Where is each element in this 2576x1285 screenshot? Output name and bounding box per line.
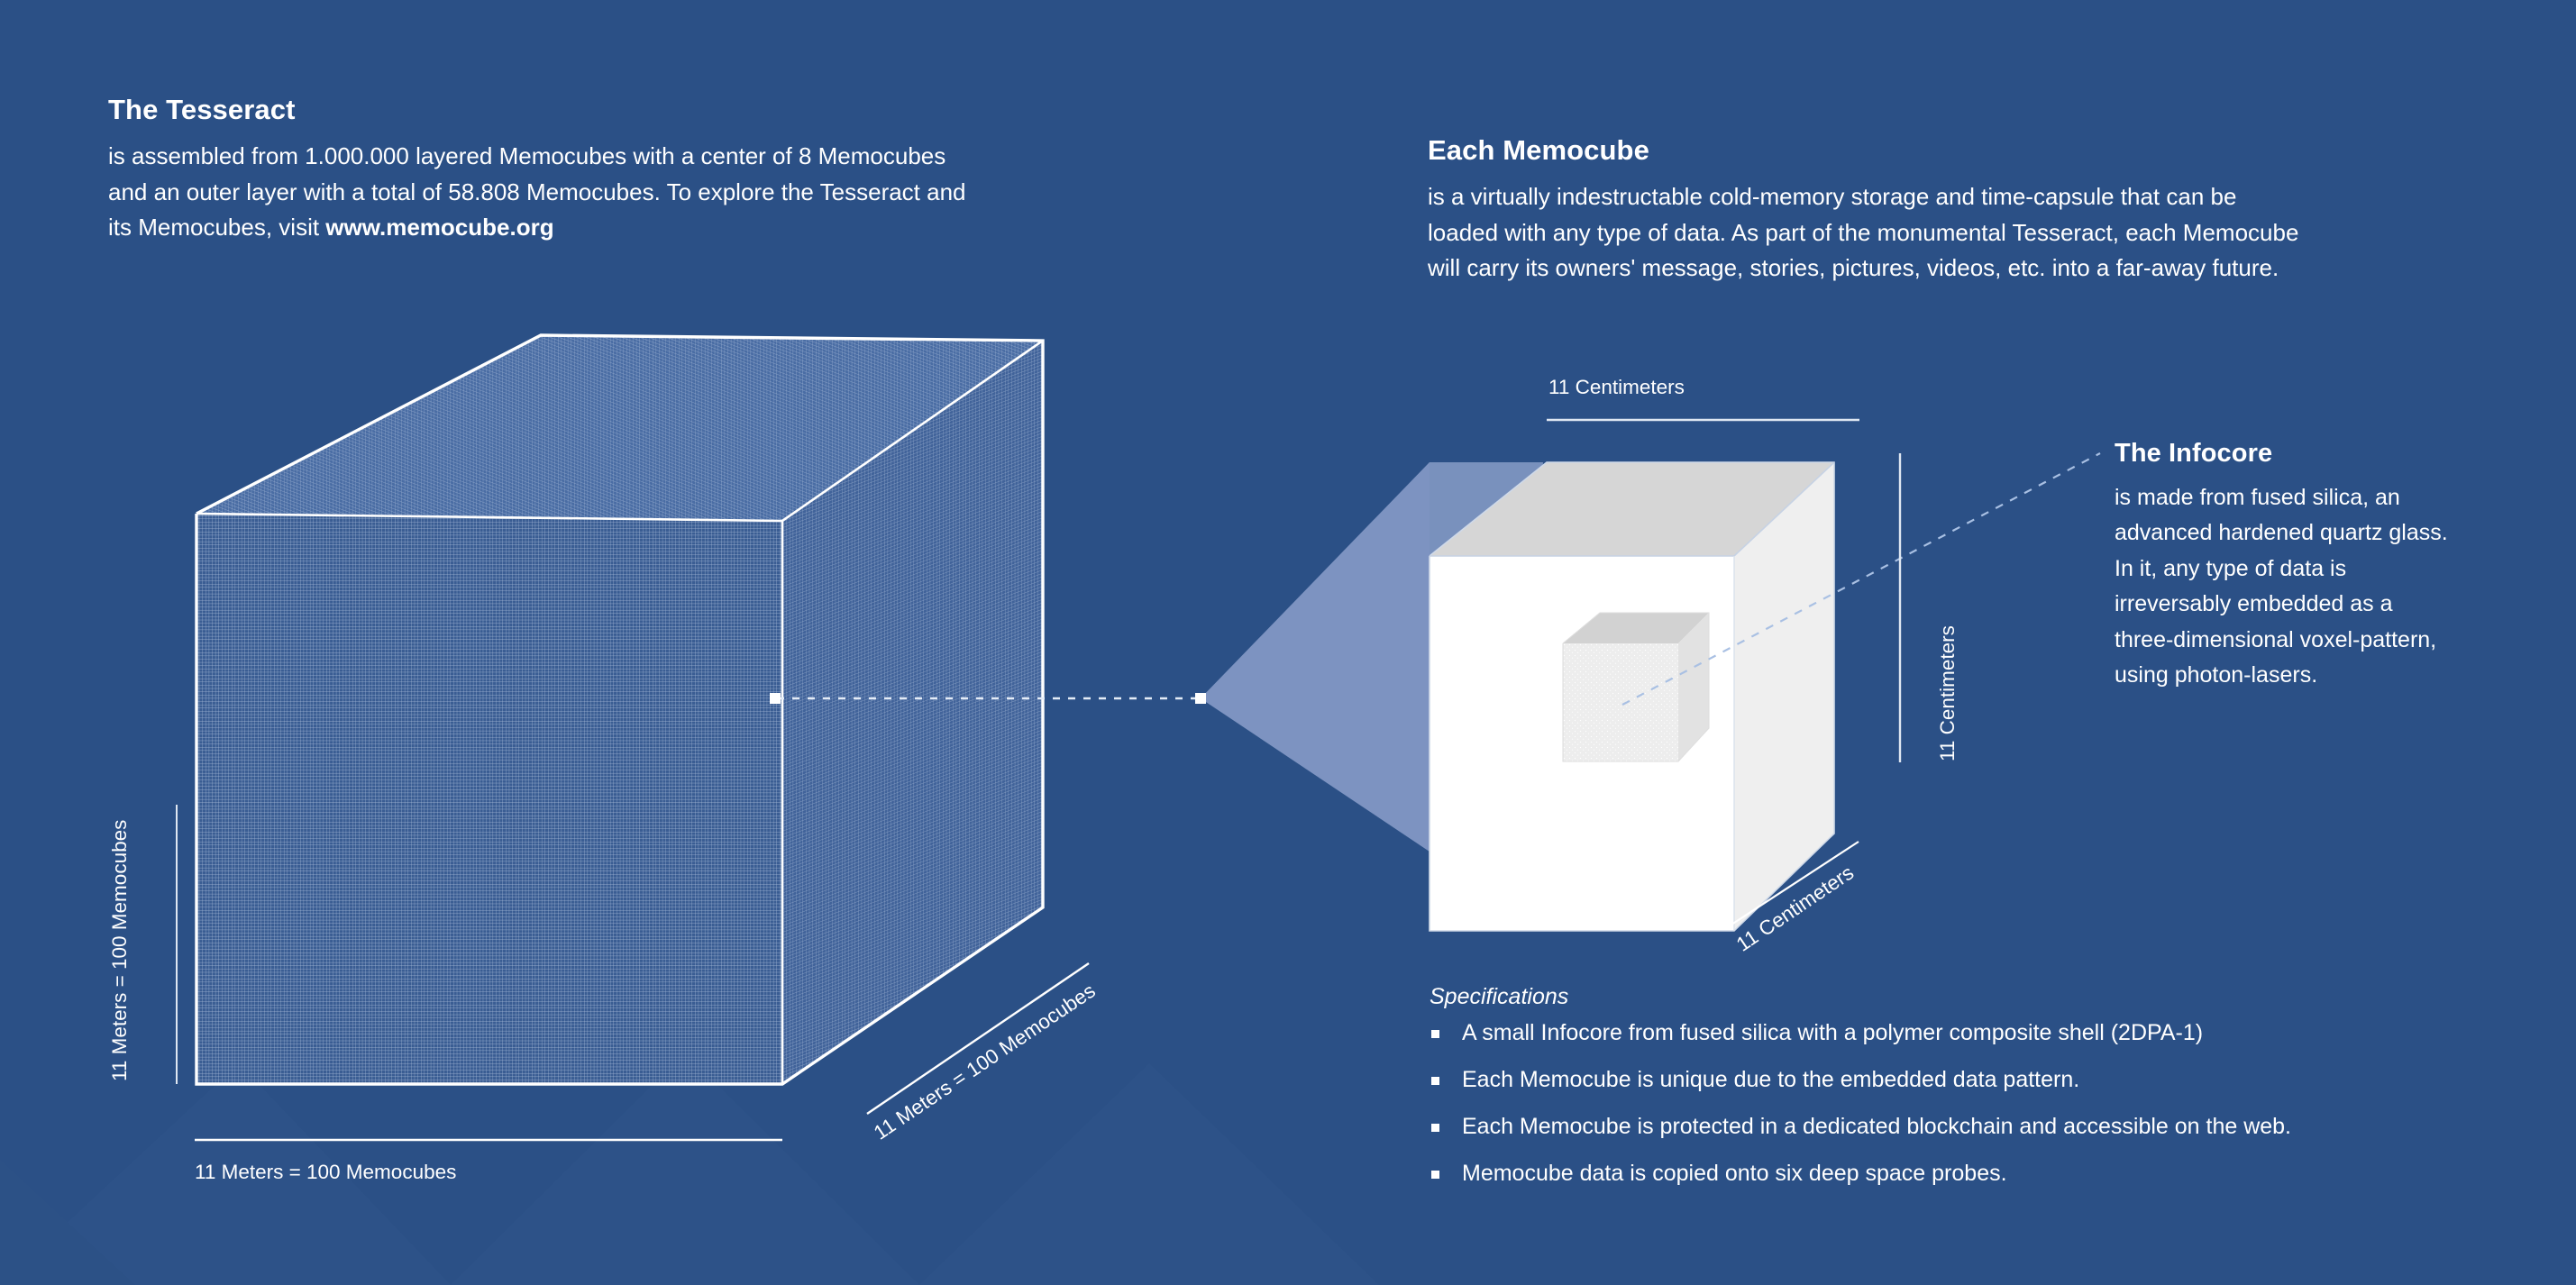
spec-item-text: A small Infocore from fused silica with … [1462,1020,2204,1045]
tesseract-height-label: 11 Meters = 100 Memocubes [108,819,131,1081]
spec-item-text: Each Memocube is protected in a dedicate… [1462,1114,2292,1139]
memocube-desc-line-1: is a virtually indestructable cold-memor… [1428,183,2237,211]
spec-item-text: Memocube data is copied onto six deep sp… [1462,1161,2007,1186]
infocore-leader-line [1621,452,2101,706]
infocore-title: The Infocore [2115,439,2273,468]
square-bullet-icon [1431,1030,1439,1038]
tesseract-depth-rule [866,962,1090,1115]
memocube-description: is a virtually indestructable cold-memor… [1428,179,2401,287]
infocore-cube [1562,612,1710,762]
tesseract-depth-label: 11 Meters = 100 Memocubes [870,979,1100,1144]
tesseract-title: The Tesseract [108,94,296,125]
memocube-intro-block: Each Memocube is a virtually indestructa… [1428,134,2401,287]
memocube-desc-line-3: will carry its owners' message, stories,… [1428,254,2279,282]
square-bullet-icon [1431,1171,1439,1179]
infocore-description: is made from fused silica, an advanced h… [2115,484,2448,688]
tesseract-anchor-dot [770,693,781,704]
projection-cone [1201,462,1543,852]
tesseract-desc-line-1: is assembled from 1.000.000 layered Memo… [108,142,946,170]
tesseract-cube [195,333,1045,1086]
memocube-width-label: 11 Centimeters [1548,376,1685,398]
spec-item: Each Memocube is unique due to the embed… [1428,1069,2437,1091]
spec-item: A small Infocore from fused silica with … [1428,1022,2437,1044]
memocube-cube [1429,461,1835,932]
memocube-depth-label: 11 Centimeters [1732,861,1859,956]
spec-item: Each Memocube is protected in a dedicate… [1428,1116,2437,1138]
square-bullet-icon [1431,1124,1439,1132]
memocube-website-link[interactable]: www.memocube.org [325,214,554,242]
specifications-block: Specifications A small Infocore from fus… [1428,984,2437,1185]
square-bullet-icon [1431,1077,1439,1085]
infocore-callout-block: The Infocore is made from fused silica, … [2115,439,2457,694]
spec-item-text: Each Memocube is unique due to the embed… [1462,1067,2080,1092]
spec-item: Memocube data is copied onto six deep sp… [1428,1162,2437,1185]
memocube-height-label: 11 Centimeters [1936,625,1959,761]
specifications-list: A small Infocore from fused silica with … [1428,1022,2437,1185]
cone-apex-dot [1195,693,1206,704]
tesseract-width-label: 11 Meters = 100 Memocubes [195,1161,457,1183]
tesseract-description: is assembled from 1.000.000 layered Memo… [108,139,1046,246]
memocube-desc-line-2: loaded with any type of data. As part of… [1428,218,2299,246]
memocube-title: Each Memocube [1428,134,1649,166]
specifications-heading: Specifications [1430,984,1569,1009]
tesseract-desc-line-3: its Memocubes, visit [108,214,326,242]
tesseract-desc-line-2: and an outer layer with a total of 58.80… [108,178,966,205]
tesseract-intro-block: The Tesseract is assembled from 1.000.00… [108,94,1046,246]
